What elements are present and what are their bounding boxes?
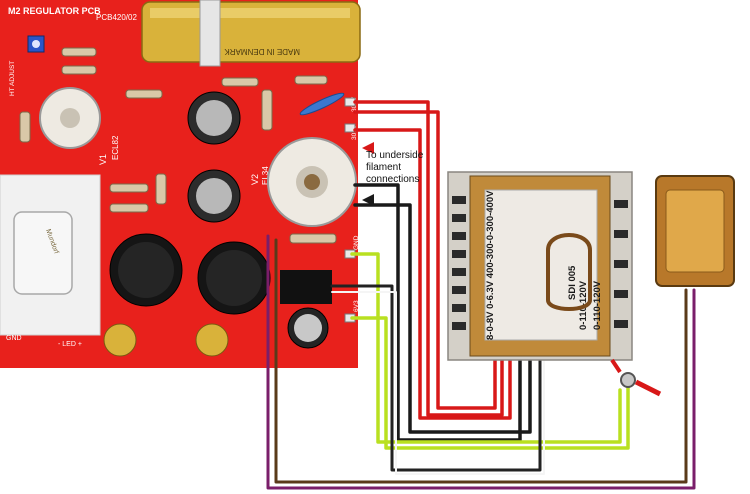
wire-green-2 (350, 316, 630, 450)
wire-twist-2 (331, 229, 545, 475)
v2-label: V2 (250, 174, 260, 185)
wire-red-1 (353, 100, 504, 417)
pcb-gnd-label: GND (6, 335, 22, 342)
regulator-pcb: M2 REGULATOR PCB PCB420/02 HT ADJUST V1 … (0, 0, 361, 368)
wire-green-1 (350, 252, 622, 444)
wire-red-2 (353, 110, 497, 410)
led-label: - LED + (58, 341, 82, 348)
blue-film-cap (299, 92, 345, 116)
terminal-gnd-label: GND (353, 235, 360, 250)
v2-valve-socket (267, 137, 357, 227)
wire-red-3 (353, 128, 512, 420)
v1-tube-label: ECL82 (111, 135, 120, 160)
ground-lug (610, 358, 662, 397)
choke (655, 175, 735, 287)
pcb-part-number: PCB420/02 (96, 13, 137, 22)
annotation-line-2: filament (366, 162, 401, 173)
v2-tube-label: EL34 (261, 166, 270, 185)
annotation-line-1: To underside (366, 150, 424, 161)
wire-brown (274, 238, 688, 484)
pcb-title: M2 REGULATOR PCB (8, 6, 101, 16)
wire-twist-1 (330, 223, 542, 472)
winding-loop (546, 233, 592, 311)
filter-caps (109, 233, 271, 315)
electrolytic-caps (187, 91, 241, 223)
resistors (19, 47, 337, 244)
capacitor-brand: MADE IN DENMARK (224, 47, 300, 56)
wire-black-1 (353, 183, 522, 442)
arrow-ht (362, 142, 374, 154)
mains-transformer: 8-0-8V 0-6.3V 400-300-0-300-400V 0-110-1… (447, 171, 633, 361)
transformer-tags (452, 196, 628, 330)
transformer-primary-label-2: 0-110-120V (592, 280, 603, 330)
wire-purple (266, 234, 696, 490)
v1-valve-socket (39, 87, 101, 149)
arrow-filament-1 (362, 194, 374, 206)
annotation-line-3: connections (366, 174, 419, 185)
gold-cap-1 (103, 323, 137, 357)
regulator-block (280, 270, 332, 304)
panel-capacitor: Mundorf (13, 211, 73, 295)
terminal-6v3-label: 6V3 (353, 300, 360, 312)
gold-cap-2 (195, 323, 229, 357)
transformer-label-area (484, 189, 598, 341)
filament-annotation: To underside filament connections (366, 150, 424, 185)
v1-label: V1 (98, 154, 108, 165)
transformer-secondary-label: 8-0-8V 0-6.3V 400-300-0-300-400V (485, 190, 496, 340)
transformer-small-label: SDI 005 (567, 265, 578, 300)
ht-adjust-label: HT ADJUST (9, 61, 16, 96)
film-capacitor: MADE IN DENMARK (141, 0, 361, 67)
